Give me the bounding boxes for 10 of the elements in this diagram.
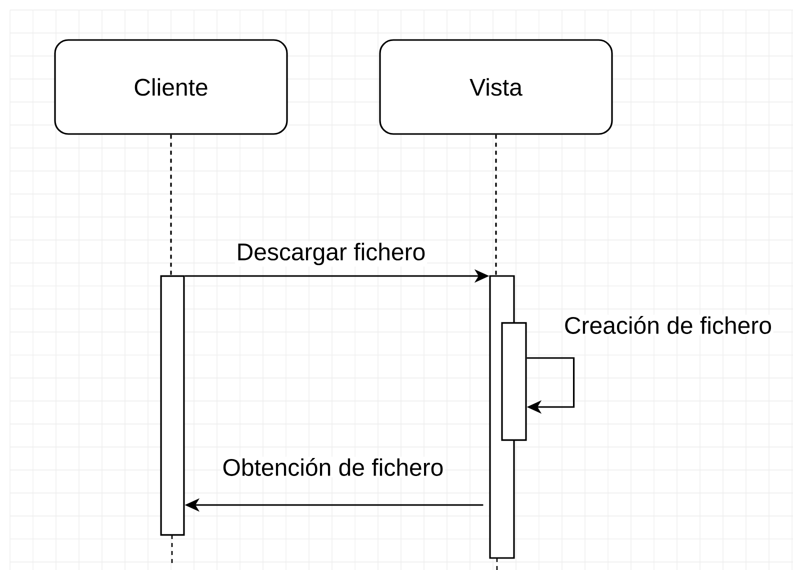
activation-bar [160,275,185,536]
activation-bar [501,322,527,441]
lifeline [170,134,172,276]
lifeline-head-box: Vista [379,39,613,135]
edge-label: Obtención de fichero [220,456,446,478]
edge-label: Creación de fichero [562,314,774,336]
edge-label: Descargar fichero [234,241,428,266]
lifeline [495,134,497,276]
self-message-arrow [526,357,575,414]
lifeline-head-box: Cliente [54,39,288,135]
